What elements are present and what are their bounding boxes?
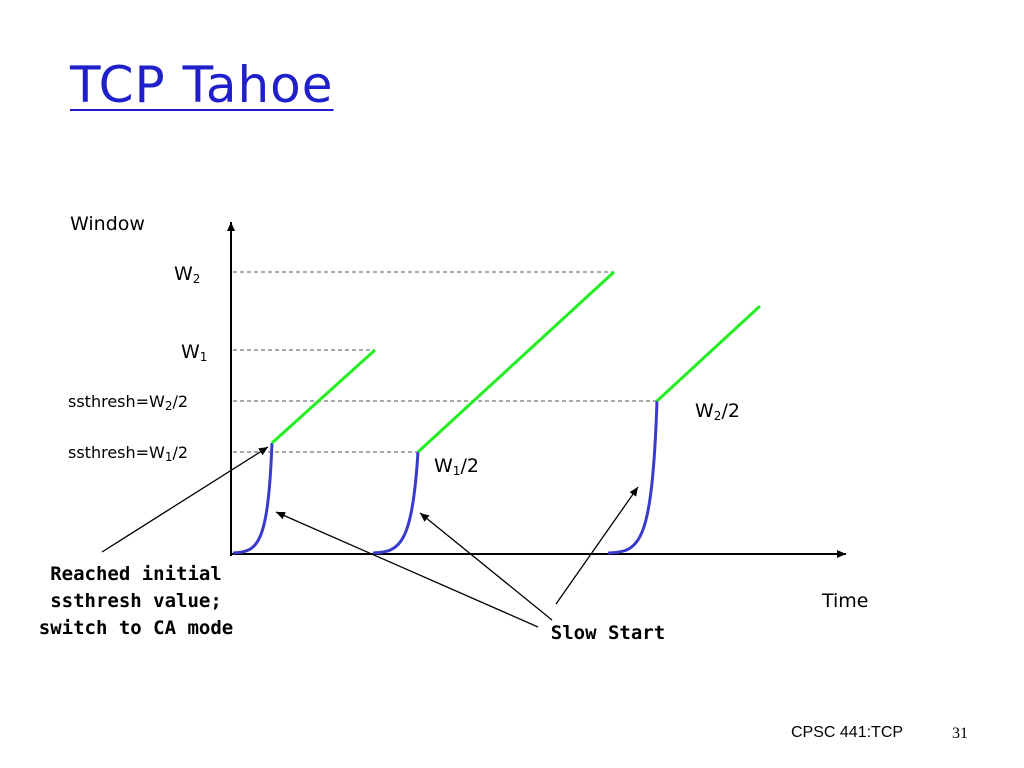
ssthresh-w1-sub: 1 (164, 450, 173, 464)
w2-half-base: W (695, 400, 714, 422)
ssthresh-w2-label: ssthresh=W2/2 (68, 392, 188, 413)
y-axis-label: Window (70, 213, 145, 235)
slow-start-curve-3 (607, 400, 659, 555)
slide-title: TCP Tahoe (70, 56, 334, 114)
ca-callout-line-3: switch to CA mode (38, 617, 234, 639)
ssthresh-w1-suffix: /2 (172, 443, 189, 462)
w1-half-label: W1/2 (434, 455, 479, 478)
ca-callout-arrow (101, 446, 269, 553)
w2-label-base: W (174, 263, 193, 285)
ssthresh-w2-prefix: ssthresh=W (68, 392, 165, 411)
w1-half-suffix: /2 (460, 455, 479, 477)
w2-half-suffix: /2 (721, 400, 740, 422)
ca-line-1 (270, 348, 377, 445)
ssthresh-w2-sub: 2 (164, 399, 173, 413)
slow-start-curve-1 (232, 442, 274, 555)
slow-start-callout-text: Slow Start (550, 622, 666, 644)
slow-start-arrow-3 (555, 486, 639, 605)
w2-label-sub: 2 (192, 272, 201, 286)
ssthresh-w1-label: ssthresh=W1/2 (68, 443, 188, 464)
ca-callout-line-1: Reached initial (50, 563, 222, 585)
ca-callout-text: Reached initial ssthresh value; switch t… (18, 561, 254, 642)
w1-half-sub: 1 (452, 464, 461, 478)
ssthresh-w2-suffix: /2 (172, 392, 189, 411)
w2-half-label: W2/2 (695, 400, 740, 423)
w1-half-base: W (434, 455, 453, 477)
w2-label: W2 (174, 263, 200, 286)
ca-callout-line-2: ssthresh value; (50, 590, 222, 612)
page-number: 31 (952, 725, 968, 742)
slow-start-arrow-2 (419, 512, 553, 621)
slow-start-curve-2 (372, 451, 420, 555)
x-axis-label: Time (822, 590, 869, 612)
ca-line-2 (416, 270, 616, 454)
w2-half-sub: 2 (713, 409, 722, 423)
slow-start-arrow-1 (275, 511, 539, 628)
w1-label: W1 (181, 341, 207, 364)
ca-line-3 (655, 304, 762, 403)
w1-label-sub: 1 (199, 350, 208, 364)
ssthresh-w1-prefix: ssthresh=W (68, 443, 165, 462)
footer-course: CPSC 441:TCP (791, 724, 904, 741)
w1-label-base: W (181, 341, 200, 363)
